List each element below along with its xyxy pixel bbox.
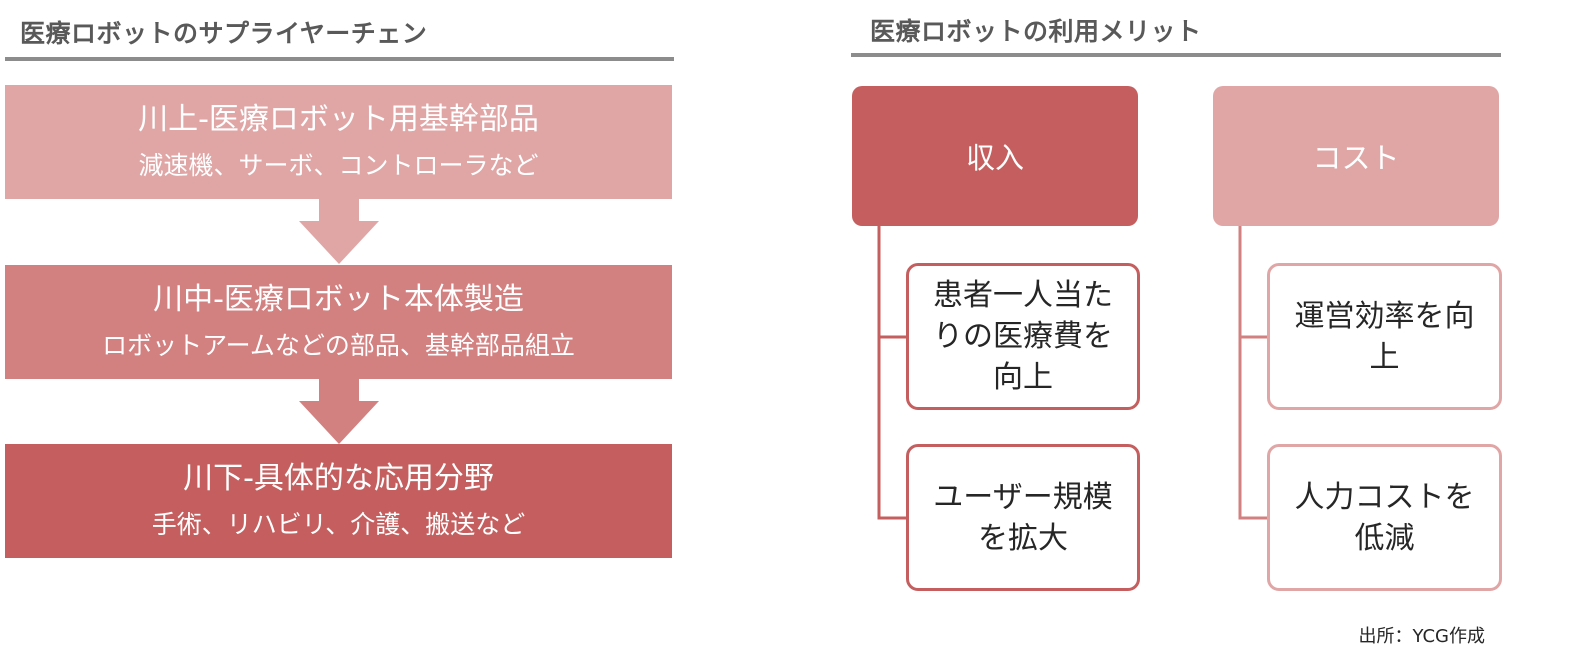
revenue-tree-connector xyxy=(877,226,908,520)
down-arrow-icon xyxy=(299,199,379,264)
cost-tree-connector xyxy=(1238,226,1269,520)
stage-midstream-heading: 川中-医療ロボット本体製造 xyxy=(153,282,524,317)
stage-upstream-detail: 減速機、サーボ、コントローラなど xyxy=(138,151,539,180)
group-header-cost: コスト xyxy=(1213,86,1499,226)
left-title-divider xyxy=(5,57,674,61)
stage-midstream-detail: ロボットアームなどの部品、基幹部品組立 xyxy=(102,331,575,360)
stage-downstream-detail: 手術、リハビリ、介護、搬送など xyxy=(151,510,526,539)
source-note: 出所：YCG作成 xyxy=(1358,626,1485,647)
revenue-item: ユーザー規模を拡大 xyxy=(906,444,1140,591)
stage-upstream-heading: 川上-医療ロボット用基幹部品 xyxy=(138,102,539,137)
right-panel-title: 医療ロボットの利用メリット xyxy=(870,17,1202,46)
stage-upstream: 川上-医療ロボット用基幹部品 減速機、サーボ、コントローラなど xyxy=(5,85,672,199)
stage-midstream: 川中-医療ロボット本体製造 ロボットアームなどの部品、基幹部品組立 xyxy=(5,265,672,379)
revenue-item: 患者一人当たりの医療費を向上 xyxy=(906,263,1140,410)
right-title-divider xyxy=(851,53,1501,57)
cost-item: 運営効率を向上 xyxy=(1267,263,1502,410)
stage-downstream: 川下-具体的な応用分野 手術、リハビリ、介護、搬送など xyxy=(5,444,672,558)
group-header-revenue: 収入 xyxy=(852,86,1138,226)
stage-downstream-heading: 川下-具体的な応用分野 xyxy=(183,461,494,496)
left-panel-title: 医療ロボットのサプライヤーチェン xyxy=(20,19,428,48)
down-arrow-icon xyxy=(299,379,379,444)
cost-item: 人力コストを低減 xyxy=(1267,444,1502,591)
